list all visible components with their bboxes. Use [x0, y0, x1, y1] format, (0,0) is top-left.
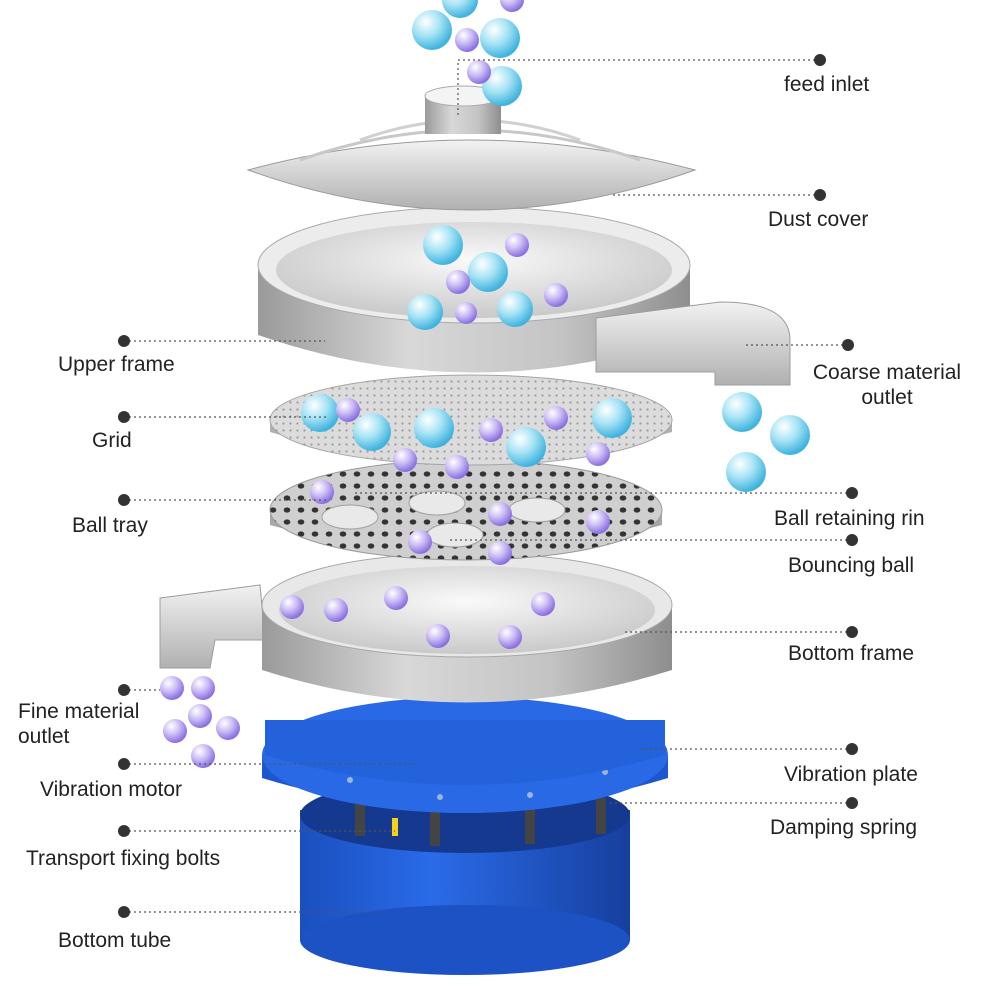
label-fine-material-outlet: Fine material outlet — [18, 699, 139, 749]
label-bouncing-ball: Bouncing ball — [788, 554, 915, 577]
coarse-particles — [301, 0, 810, 492]
base-upper-body — [265, 720, 665, 785]
leader-lines — [124, 59, 852, 913]
label-vibration-plate: Vibration plate — [784, 763, 918, 786]
transport-bolt-marker — [392, 818, 398, 836]
label-bottom-frame: Bottom frame — [788, 642, 915, 665]
label-coarse-material-outlet: Coarse material outlet — [798, 360, 976, 410]
label-fine-line2: outlet — [18, 725, 70, 748]
bottom-tube — [300, 810, 630, 975]
bottom-frame — [159, 552, 673, 703]
label-bottom-tube: Bottom tube — [58, 929, 172, 952]
fine-particles — [160, 0, 610, 768]
label-dust-cover: Dust cover — [768, 208, 869, 231]
label-grid: Grid — [92, 429, 132, 452]
label-fine-line1: Fine material — [18, 700, 140, 723]
label-feed-inlet: feed inlet — [784, 73, 870, 96]
label-upper-frame: Upper frame — [58, 353, 175, 376]
label-ball-tray: Ball tray — [72, 514, 148, 537]
label-vibration-motor: Vibration motor — [40, 778, 183, 801]
label-damping-spring: Damping spring — [770, 816, 918, 839]
label-coarse-line2: outlet — [861, 386, 913, 409]
ball-tray — [269, 459, 663, 561]
leader-dots — [118, 54, 858, 918]
label-transport-fixing-bolts: Transport fixing bolts — [26, 847, 221, 870]
dust-cover — [246, 85, 697, 211]
label-ball-retaining-ring: Ball retaining rin — [774, 507, 925, 530]
label-coarse-line1: Coarse material — [812, 361, 962, 384]
ball-retaining-ring — [321, 490, 566, 548]
